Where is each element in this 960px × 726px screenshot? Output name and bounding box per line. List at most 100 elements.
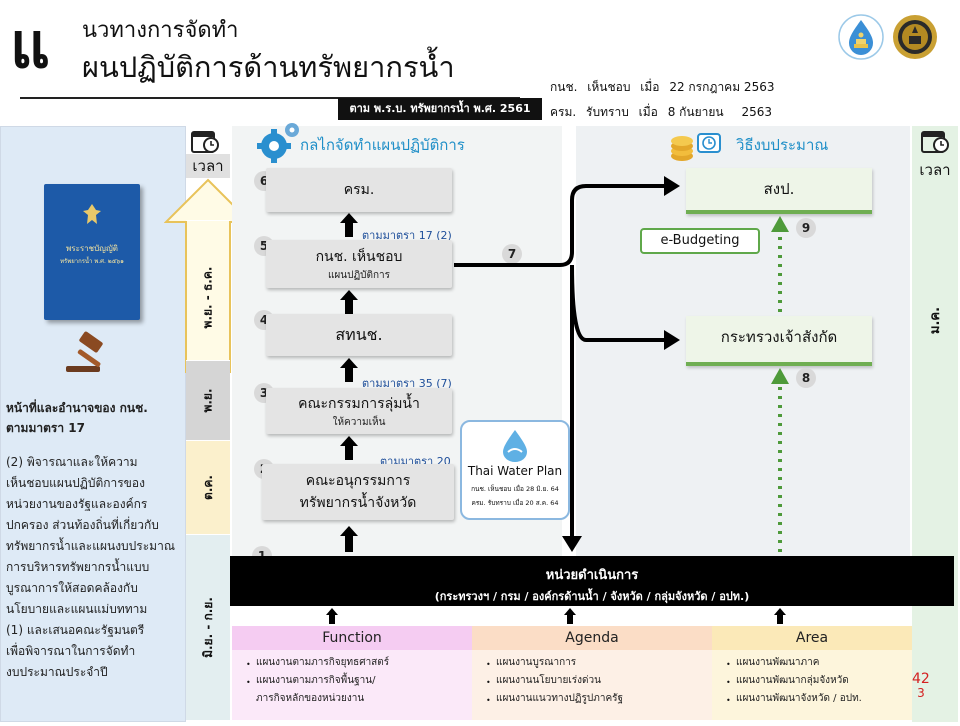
arrow-head bbox=[664, 330, 680, 350]
bullet-dots: ••• bbox=[726, 660, 731, 705]
approval-org: ครม. bbox=[550, 105, 577, 119]
duty-body-line: (1) และเสนอคณะรัฐมนตรี bbox=[6, 623, 145, 637]
column-body: แผนงานตามภารกิจยุทธศาสตร์ แผนงานตามภารกิ… bbox=[232, 650, 472, 720]
timeline-segment: มิ.ย. - ก.ย. bbox=[186, 534, 230, 720]
book-subtitle: ทรัพยากรน้ำ พ.ศ. ๒๕๖๑ bbox=[60, 258, 124, 265]
step-number: 9 bbox=[796, 218, 816, 238]
function-column: Function แผนงานตามภารกิจยุทธศาสตร์ แผนงา… bbox=[232, 626, 472, 720]
agenda-column: Agenda แผนงานบูรณาการ แผนงานนโยบายเร่งด่… bbox=[472, 626, 712, 720]
duty-body-line: เห็นชอบแผนปฏิบัติการของ bbox=[6, 476, 145, 490]
step-number: 8 bbox=[796, 368, 816, 388]
column-item: แผนงานพัฒนาภาค bbox=[736, 657, 820, 668]
column-item: แผนงานบูรณาการ bbox=[496, 657, 577, 668]
column-heading: Function bbox=[232, 626, 472, 650]
law-badge: ตาม พ.ร.บ. ทรัพยากรน้ำ พ.ศ. 2561 bbox=[338, 98, 542, 120]
mechanism-heading: กลไกจัดทำแผนปฏิบัติการ bbox=[300, 136, 465, 154]
up-arrow bbox=[340, 526, 358, 552]
step-subtitle: ให้ความเห็น bbox=[332, 416, 386, 428]
legal-note: ตามมาตรา 35 (7) bbox=[362, 377, 452, 390]
thai-water-plan-badge: Thai Water Plan กนช. เห็นชอบ เมื่อ 28 มิ… bbox=[460, 420, 570, 520]
column-item: แผนงานแนวทางปฏิรูปภาครัฐ bbox=[496, 693, 624, 704]
approval-when: เมื่อ bbox=[638, 105, 658, 119]
approval-org: กนช. bbox=[550, 80, 578, 94]
flow-line bbox=[570, 264, 664, 342]
step-title: คณะอนุกรรมการ bbox=[305, 473, 411, 489]
up-arrow bbox=[340, 213, 358, 237]
column-body: แผนงานบูรณาการ แผนงานนโยบายเร่งด่วน แผนง… bbox=[472, 650, 712, 720]
arrow-head bbox=[562, 536, 582, 552]
up-arrow bbox=[326, 608, 338, 624]
approval-date: 22 กรกฎาคม 2563 bbox=[669, 80, 775, 94]
duty-body: (2) พิจารณาและให้ความ เห็นชอบแผนปฏิบัติก… bbox=[6, 452, 184, 683]
calendar-clock-icon bbox=[190, 128, 220, 158]
up-arrow bbox=[564, 608, 576, 624]
duty-body-line: (2) พิจารณาและให้ความ bbox=[6, 455, 138, 469]
duty-body-line: ปกครอง ส่วนท้องถิ่นที่เกี่ยวกับ bbox=[6, 518, 159, 532]
column-heading: Area bbox=[712, 626, 912, 650]
twp-approval-line: กนช. เห็นชอบ เมื่อ 28 มิ.ย. 64 bbox=[471, 485, 559, 493]
duty-heading: หน้าที่และอำนาจของ กนช. bbox=[6, 401, 148, 415]
bullet-dots: •• bbox=[246, 660, 251, 687]
page-number: 42 3 bbox=[912, 672, 930, 700]
duty-body-line: หน่วยงานของรัฐและองค์กร bbox=[6, 497, 148, 511]
up-arrow bbox=[340, 290, 358, 314]
up-arrow bbox=[340, 436, 358, 460]
government-seal-icon bbox=[892, 14, 938, 60]
timeline-segment: ต.ค. bbox=[186, 440, 230, 534]
book-title: พระราชบัญญัติ bbox=[66, 244, 118, 253]
step-subtitle: แผนปฏิบัติการ bbox=[327, 269, 391, 281]
step-card-provincial-subcommittee: คณะอนุกรรมการ ทรัพยากรน้ำจังหวัด bbox=[262, 464, 454, 520]
duty-body-line: ทรัพยากรน้ำและแผนงบประมาณ bbox=[6, 539, 175, 553]
budget-heading: วิธีงบประมาณ bbox=[736, 136, 829, 154]
approval-when: เมื่อ bbox=[640, 80, 660, 94]
timeline-segment: พ.ย. bbox=[186, 360, 230, 440]
garuda-emblem-icon bbox=[82, 202, 102, 230]
step-title: คณะกรรมการลุ่มน้ำ bbox=[298, 395, 420, 412]
duty-body-line: การบริหารทรัพยากรน้ำแบบ bbox=[6, 560, 150, 574]
flow-line bbox=[454, 184, 664, 267]
executing-agencies-bar: หน่วยดำเนินการ (กระทรวงฯ / กรม / องค์กรด… bbox=[230, 556, 954, 606]
step-number: 7 bbox=[502, 244, 522, 264]
step-card-onwr: สทนช. bbox=[266, 314, 452, 356]
right-timeline-strip bbox=[912, 126, 958, 722]
duty-body-line: บูรณาการให้สอดคล้องกับ bbox=[6, 581, 138, 595]
exec-bar-subtitle: (กระทรวงฯ / กรม / องค์กรด้านน้ำ / จังหวั… bbox=[434, 590, 750, 603]
step-title: กนช. เห็นชอบ bbox=[315, 248, 403, 265]
approval-year: 2563 bbox=[741, 105, 772, 119]
budget-bureau-card: สงป. bbox=[686, 168, 872, 214]
twp-title: Thai Water Plan bbox=[467, 464, 563, 478]
title-line-1: นวทางการจัดทำ bbox=[82, 18, 239, 43]
arrow-head bbox=[771, 216, 789, 232]
approval-line-2: ครม. รับทราบ เมื่อ 8 กันยายน 2563 bbox=[550, 103, 778, 122]
page-number-sub: 3 bbox=[917, 686, 925, 700]
header-rule bbox=[20, 97, 520, 99]
step-card-nwrc: กนช. เห็นชอบ แผนปฏิบัติการ bbox=[266, 240, 452, 288]
step-title: สทนช. bbox=[335, 324, 383, 344]
legal-note: ตามมาตรา 17 (2) bbox=[362, 229, 452, 242]
page-number-main: 42 bbox=[912, 671, 930, 687]
duty-section: ตามมาตรา 17 bbox=[6, 421, 85, 435]
gavel-icon bbox=[60, 330, 114, 380]
step-card-cabinet: ครม. bbox=[266, 168, 452, 212]
up-arrow bbox=[774, 608, 786, 624]
e-budgeting-label: e-Budgeting bbox=[640, 228, 760, 254]
left-panel bbox=[0, 126, 186, 722]
right-timeline-label: เวลา bbox=[919, 161, 951, 179]
area-column: Area แผนงานพัฒนาภาค แผนงานพัฒนากลุ่มจังห… bbox=[712, 626, 912, 720]
duty-body-line: นโยบายและแผนแม่บททาม bbox=[6, 602, 148, 616]
column-item: แผนงานตามภารกิจพื้นฐาน/ bbox=[256, 675, 376, 686]
coins-icon bbox=[668, 124, 724, 168]
duty-body-line: เพื่อพิจารณาในการจัดทำ bbox=[6, 644, 136, 658]
bullet-dots: ••• bbox=[486, 660, 491, 705]
up-arrow bbox=[340, 358, 358, 382]
step-title: ครม. bbox=[343, 182, 375, 198]
title-line-2: ผนปฏิบัติการด้านทรัพยากรน้ำ bbox=[82, 50, 455, 84]
column-item: ภารกิจหลักของหน่วยงาน bbox=[256, 693, 365, 704]
approval-line-1: กนช. เห็นชอบ เมื่อ 22 กรกฎาคม 2563 bbox=[550, 78, 780, 97]
column-item: แผนงานพัฒนากลุ่มจังหวัด bbox=[736, 675, 849, 686]
step-card-basin-committee: คณะกรรมการลุ่มน้ำ ให้ความเห็น bbox=[266, 388, 452, 434]
approval-date: 8 กันยายน bbox=[667, 105, 724, 119]
duty-body-line: งบประมาณประจำปี bbox=[6, 665, 108, 679]
